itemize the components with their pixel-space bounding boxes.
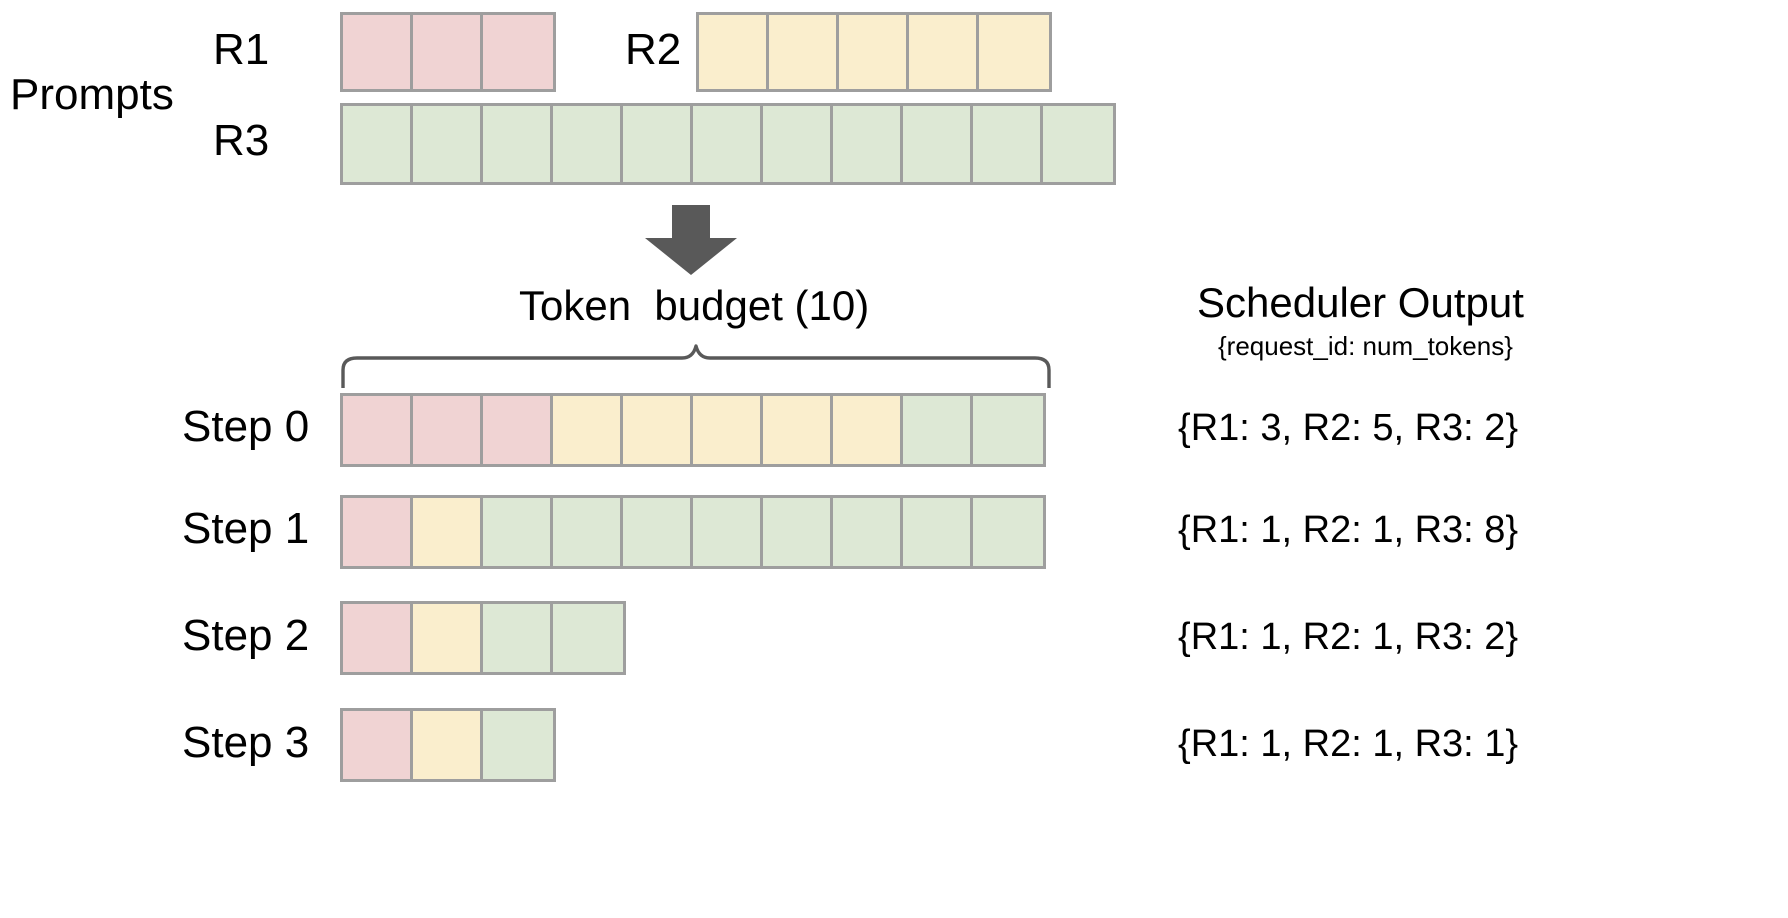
prompt-token-cell <box>699 15 769 89</box>
prompt-token-cell <box>623 106 693 182</box>
step-token-strip-3 <box>340 708 556 782</box>
step-token-cell <box>623 498 693 566</box>
prompt-token-cell <box>909 15 979 89</box>
step-token-cell <box>343 396 413 464</box>
step-token-cell <box>413 396 483 464</box>
prompt-token-strip-r1 <box>340 12 556 92</box>
step-token-cell <box>553 604 623 672</box>
down-arrow-icon <box>636 205 746 275</box>
token-budget-label: Token budget (10) <box>519 282 870 329</box>
step-token-cell <box>693 498 763 566</box>
step-token-cell <box>483 711 553 779</box>
scheduler-output-value-0: {R1: 3, R2: 5, R3: 2} <box>1178 407 1519 449</box>
step-token-cell <box>413 498 483 566</box>
prompt-token-cell <box>903 106 973 182</box>
scheduler-output-subtitle: {request_id: num_tokens} <box>1218 331 1513 361</box>
step-token-cell <box>763 396 833 464</box>
step-token-cell <box>413 711 483 779</box>
step-token-cell <box>483 498 553 566</box>
step-token-cell <box>903 498 973 566</box>
step-token-cell <box>483 604 553 672</box>
step-token-cell <box>483 396 553 464</box>
step-token-cell <box>343 711 413 779</box>
prompt-token-cell <box>343 106 413 182</box>
step-token-cell <box>973 498 1043 566</box>
prompt-token-cell <box>769 15 839 89</box>
step-token-strip-2 <box>340 601 626 675</box>
prompt-row-label-r3: R3 <box>213 116 270 165</box>
step-token-strip-0 <box>340 393 1046 467</box>
scheduler-output-value-3: {R1: 1, R2: 1, R3: 1} <box>1178 723 1519 765</box>
step-label-2: Step 2 <box>182 611 310 660</box>
step-token-cell <box>343 498 413 566</box>
prompt-token-cell <box>693 106 763 182</box>
prompt-token-strip-r2 <box>696 12 1052 92</box>
prompt-row-label-r1: R1 <box>213 25 270 74</box>
step-token-cell <box>903 396 973 464</box>
prompt-token-cell <box>979 15 1049 89</box>
prompt-row-label-r2: R2 <box>625 25 682 74</box>
scheduler-output-title: Scheduler Output <box>1197 279 1524 326</box>
scheduler-output-value-1: {R1: 1, R2: 1, R3: 8} <box>1178 509 1519 551</box>
curly-brace-icon <box>340 340 1052 390</box>
prompt-token-cell <box>413 106 483 182</box>
step-label-0: Step 0 <box>182 402 310 451</box>
step-token-cell <box>623 396 693 464</box>
prompt-token-cell <box>1043 106 1113 182</box>
step-token-cell <box>553 498 623 566</box>
scheduler-output-value-2: {R1: 1, R2: 1, R3: 2} <box>1178 616 1519 658</box>
step-token-cell <box>553 396 623 464</box>
prompt-token-cell <box>483 15 553 89</box>
prompt-token-strip-r3 <box>340 103 1116 185</box>
prompt-token-cell <box>413 15 483 89</box>
step-token-cell <box>833 498 903 566</box>
step-label-3: Step 3 <box>182 718 310 767</box>
step-token-cell <box>343 604 413 672</box>
prompt-token-cell <box>839 15 909 89</box>
prompt-token-cell <box>483 106 553 182</box>
prompt-token-cell <box>553 106 623 182</box>
step-token-strip-1 <box>340 495 1046 569</box>
step-token-cell <box>693 396 763 464</box>
prompts-section-label: Prompts <box>10 70 174 119</box>
prompt-token-cell <box>343 15 413 89</box>
step-token-cell <box>413 604 483 672</box>
prompt-token-cell <box>973 106 1043 182</box>
step-label-1: Step 1 <box>182 504 310 553</box>
step-token-cell <box>763 498 833 566</box>
prompt-token-cell <box>833 106 903 182</box>
prompt-token-cell <box>763 106 833 182</box>
step-token-cell <box>833 396 903 464</box>
step-token-cell <box>973 396 1043 464</box>
